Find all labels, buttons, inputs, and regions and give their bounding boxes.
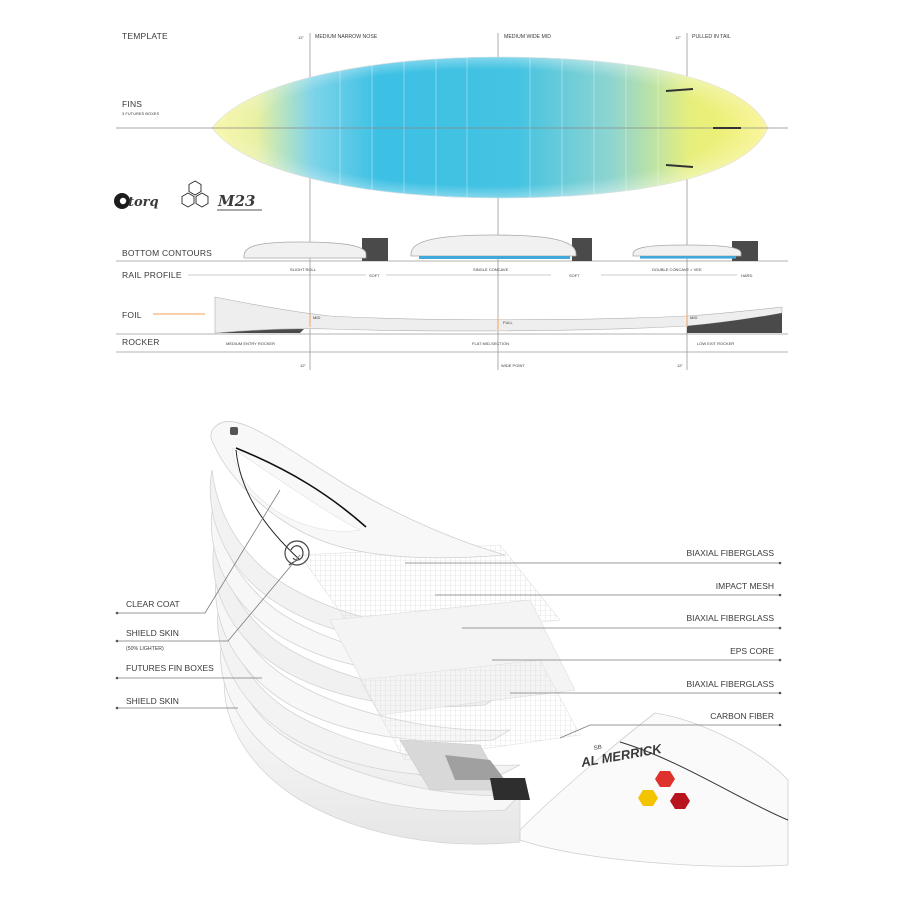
carbon-fiber-patch (490, 778, 530, 800)
mid-template-label: MEDIUM WIDE MID (504, 34, 551, 40)
rocker-nose-label: MEDIUM ENTRY ROCKER (226, 341, 275, 346)
foil-tail-label: MID (690, 315, 697, 320)
deck-emblem-icon (285, 541, 309, 565)
foil-label: FOIL (122, 310, 142, 320)
fins-sublabel: 3 FUTURES BOXES (122, 111, 159, 116)
tail-template-label: PULLED IN TAIL (692, 34, 731, 40)
layer-label-impact-mesh: IMPACT MESH (716, 581, 774, 591)
bottom-nose-measure: 12" (300, 363, 306, 368)
contour-nose (244, 238, 388, 261)
rocker-tail-label: LOW EXIT ROCKER (697, 341, 734, 346)
rail-tail-label: HARD (741, 273, 752, 278)
leash-plug-icon (230, 427, 238, 435)
contour-mid-label: SINGLE CONCAVE (473, 267, 509, 272)
tail-measure: 12" (675, 35, 681, 40)
layer-label-carbon-fiber: CARBON FIBER (710, 711, 774, 721)
contour-mid (411, 235, 592, 261)
bottom-contours-label: BOTTOM CONTOURS (122, 248, 212, 258)
layer-label-shield-skin-top: SHIELD SKIN (126, 628, 179, 638)
layer-label-eps-core: EPS CORE (730, 646, 774, 656)
nose-measure: 12" (298, 35, 304, 40)
wide-point-label: WIDE POINT (501, 363, 525, 368)
torq-logo: torq (114, 193, 159, 210)
fins-label: FINS (122, 99, 142, 109)
exploded-board-layers: AL MERRICK SB (210, 421, 788, 866)
rail-nose-label: SOFT (369, 273, 380, 278)
svg-text:torq: torq (128, 195, 159, 210)
layer-label-biaxial-2: BIAXIAL FIBERGLASS (686, 613, 774, 623)
template-label: TEMPLATE (122, 31, 168, 41)
model-logo: M23 (217, 192, 255, 210)
foil-nose-label: MID (313, 315, 320, 320)
bottom-tail-measure: 12" (677, 363, 683, 368)
contour-tail (633, 241, 758, 261)
nose-template-label: MEDIUM NARROW NOSE (315, 34, 378, 40)
rail-mid-label: SOFT (569, 273, 580, 278)
layer-label-fin-boxes: FUTURES FIN BOXES (126, 663, 214, 673)
rocker-mid-label: FLAT MID-SECTION (472, 341, 509, 346)
layer-label-shield-skin-bottom: SHIELD SKIN (126, 696, 179, 706)
layer-label-clear-coat: CLEAR COAT (126, 599, 180, 609)
rocker-label: ROCKER (122, 337, 160, 347)
channel-islands-hex-logo (182, 181, 208, 207)
layer-label-biaxial-1: BIAXIAL FIBERGLASS (686, 548, 774, 558)
contour-nose-label: SLIGHT ROLL (290, 267, 317, 272)
layer-label-lighter: (50% LIGHTER) (126, 646, 164, 652)
foil-mid-label: FULL (503, 320, 514, 325)
rail-profile-label: RAIL PROFILE (122, 270, 182, 280)
layer-label-biaxial-3: BIAXIAL FIBERGLASS (686, 679, 774, 689)
contour-tail-label: DOUBLE CONCAVE > VEE (652, 267, 702, 272)
